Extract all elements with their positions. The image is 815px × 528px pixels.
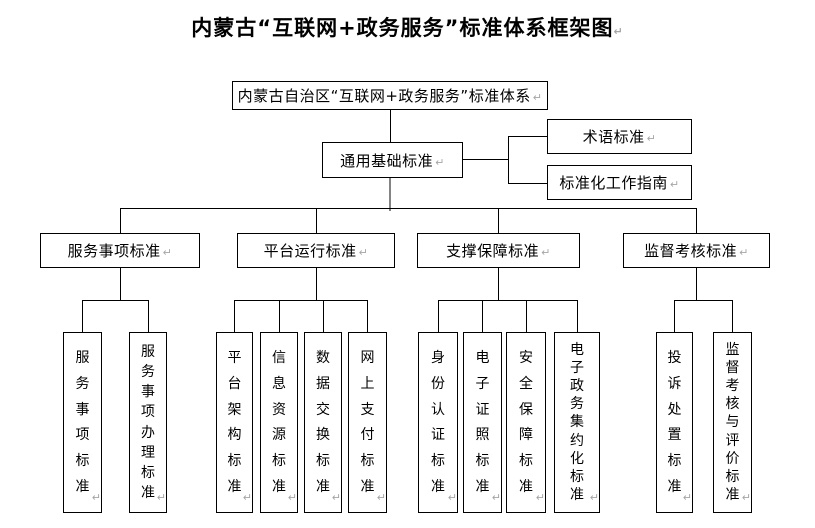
- return-mark: ↵: [242, 491, 252, 504]
- node-online-payment-std: 网上支付标准↵: [348, 332, 387, 513]
- node-platform-operation-std: 平台运行标准↵: [237, 233, 395, 268]
- connector-drop: [577, 300, 578, 332]
- connector-drop: [316, 208, 317, 233]
- node-label: 安全保障标准: [519, 349, 533, 496]
- node-label: 服务事项办理标准: [141, 344, 155, 501]
- node-complaint-handling-std: 投诉处置标准↵: [656, 332, 693, 513]
- return-mark: ↵: [156, 491, 166, 504]
- node-label: 服务事项标准: [75, 349, 90, 496]
- node-terminology-std: 术语标准↵: [547, 119, 692, 154]
- return-mark: ↵: [447, 491, 457, 504]
- return-mark: ↵: [613, 25, 624, 38]
- return-mark: ↵: [435, 155, 445, 169]
- connector-drop: [323, 300, 324, 332]
- node-label: 监督考核与评价标准: [725, 342, 740, 503]
- connector-drop: [732, 300, 733, 332]
- node-security-guarantee-std: 安全保障标准↵: [506, 332, 546, 513]
- connector-branches-rail: [120, 208, 697, 209]
- connector-root-general: [390, 110, 391, 142]
- node-label: 电子证照标准: [475, 349, 490, 496]
- node-identity-auth-std: 身份认证标准↵: [418, 332, 458, 513]
- connector-drop: [498, 208, 499, 233]
- connector-branch-stem: [120, 268, 121, 300]
- page-title-text: 内蒙古“互联网+政务服务”标准体系框架图: [191, 16, 614, 40]
- node-data-exchange-std: 数据交换标准↵: [304, 332, 342, 513]
- connector-branch-stem: [316, 268, 317, 300]
- node-platform-architecture-std: 平台架构标准↵: [216, 332, 253, 513]
- node-service-items-std: 服务事项标准↵: [40, 233, 200, 268]
- node-label: 标准化工作指南: [559, 174, 668, 192]
- return-mark: ↵: [669, 178, 680, 191]
- return-mark: ↵: [91, 491, 101, 504]
- node-label: 服务事项标准: [67, 242, 161, 260]
- node-label: 网上支付标准: [360, 349, 375, 496]
- connector-drop: [438, 300, 439, 332]
- node-label: 数据交换标准: [316, 349, 330, 496]
- return-mark: ↵: [491, 491, 501, 504]
- node-label: 监督考核标准: [644, 242, 738, 260]
- return-mark: ↵: [646, 132, 657, 145]
- node-label: 支撑保障标准: [446, 242, 540, 260]
- connector-drop: [279, 300, 280, 332]
- return-mark: ↵: [739, 246, 749, 259]
- connector-children-rail: [674, 300, 733, 301]
- connector-drop: [82, 300, 83, 332]
- node-label: 术语标准: [582, 128, 645, 146]
- connector-drop: [674, 300, 675, 332]
- node-info-resource-std: 信息资源标准↵: [260, 332, 298, 513]
- node-supervision-evaluation-std: 监督考核与评价标准↵: [713, 332, 752, 513]
- node-service-item-handling-std: 服务事项办理标准↵: [129, 332, 167, 513]
- return-mark: ↵: [541, 246, 551, 259]
- node-egov-intensive-std: 电子政务集约化标准 ↵: [554, 332, 600, 513]
- node-label: 平台运行标准: [263, 242, 357, 260]
- node-supervision-assessment-std: 监督考核标准↵: [623, 233, 770, 268]
- connector-to-guide: [508, 183, 547, 184]
- connector-general-side: [463, 159, 508, 160]
- node-label: 信息资源标准: [272, 349, 286, 496]
- connector-children-rail: [438, 300, 578, 301]
- node-e-license-std: 电子证照标准↵: [463, 332, 502, 513]
- return-mark: ↵: [532, 91, 543, 104]
- node-label: 身份认证标准: [431, 349, 445, 496]
- return-mark: ↵: [535, 491, 545, 504]
- connector-branch-stem: [498, 268, 499, 300]
- connector-drop: [367, 300, 368, 332]
- connector-drop: [120, 208, 121, 233]
- connector-drop: [148, 300, 149, 332]
- connector-drop: [234, 300, 235, 332]
- connector-drop: [526, 300, 527, 332]
- return-mark: ↵: [589, 491, 599, 504]
- node-label: 投诉处置标准: [667, 349, 682, 496]
- connector-to-terminology: [508, 136, 547, 137]
- page-title: 内蒙古“互联网+政务服务”标准体系框架图↵: [0, 12, 815, 42]
- return-mark: ↵: [162, 246, 173, 259]
- node-general-basic: 通用基础标准↵: [322, 142, 463, 178]
- connector-side-bracket: [508, 136, 509, 184]
- return-mark: ↵: [741, 491, 751, 504]
- return-mark: ↵: [682, 491, 692, 504]
- node-service-item-std: 服务事项标准↵: [63, 332, 102, 513]
- node-root: 内蒙古自治区“互联网+政务服务”标准体系↵: [232, 81, 548, 110]
- node-label: 平台架构标准: [227, 349, 242, 496]
- node-label: 内蒙古自治区“互联网+政务服务”标准体系: [237, 87, 531, 105]
- node-label: 通用基础标准: [340, 151, 434, 170]
- return-mark: ↵: [358, 246, 369, 259]
- node-support-guarantee-std: 支撑保障标准↵: [417, 233, 580, 268]
- connector-branch-stem: [696, 268, 697, 300]
- connector-drop: [696, 208, 697, 233]
- node-standardization-guide: 标准化工作指南↵: [547, 165, 692, 200]
- connector-drop: [482, 300, 483, 332]
- connector-general-trunk-gray: [389, 178, 391, 211]
- return-mark: ↵: [331, 491, 341, 504]
- connector-children-rail: [234, 300, 368, 301]
- return-mark: ↵: [376, 491, 386, 504]
- return-mark: ↵: [287, 491, 297, 504]
- connector-children-rail: [82, 300, 149, 301]
- node-label: 电子政务集约化标准: [570, 342, 584, 503]
